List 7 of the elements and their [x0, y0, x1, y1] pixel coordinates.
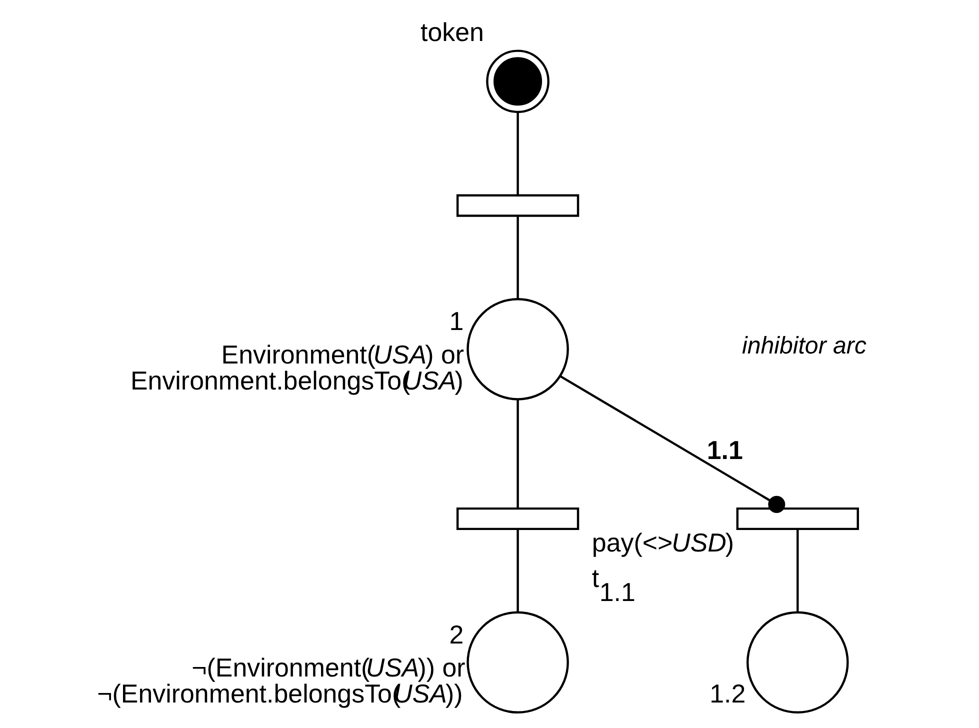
edge-label: 1.1: [706, 436, 742, 465]
node-label: pay(<>USD): [591, 530, 734, 558]
node-label: 2: [448, 621, 464, 650]
node-label: token: [420, 18, 484, 47]
label: inhibitor arc: [742, 332, 866, 360]
node-label: 1.2: [709, 680, 746, 709]
node-label: 1: [448, 308, 464, 336]
